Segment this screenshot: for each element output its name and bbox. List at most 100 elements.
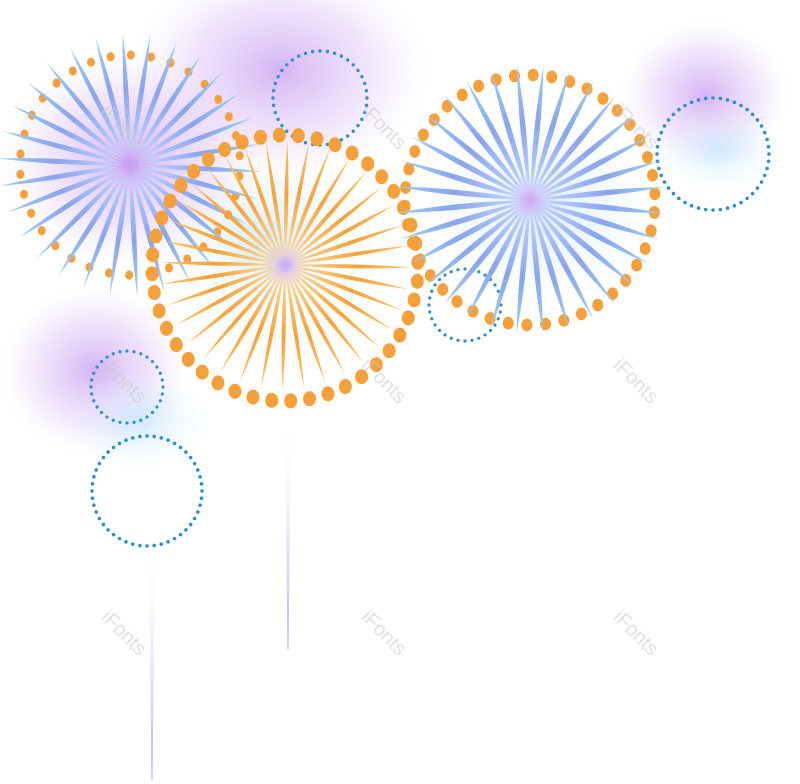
ring-dot [101,522,106,527]
burst-petal [220,270,282,372]
firework-burst [0,33,262,297]
burst-petal [536,205,635,286]
burst-petal [533,207,594,320]
ring-dot [160,378,164,382]
orange-dot [125,270,134,280]
ring-dot [477,336,481,340]
burst-petal [190,182,281,262]
ring-dot [762,173,767,178]
ring-dot [150,410,155,415]
ring-dot [443,333,447,337]
ring-dot [718,207,723,212]
burst-petal [206,167,282,261]
ring-dot [483,333,487,337]
orange-dot [19,189,28,199]
orange-dot [37,226,46,236]
ring-dot [310,49,315,54]
orange-dot [303,391,317,407]
burst-petal [0,158,123,166]
burst-petal [0,166,123,186]
orange-dot [410,273,424,289]
dotted-ring [90,434,204,548]
burst-petal [2,131,123,163]
dotted-ring [655,96,771,212]
ring-dot [351,129,355,133]
ring-dot [132,420,136,424]
burst-petal [136,170,233,248]
orange-dot [16,149,25,159]
ring-dot [124,438,128,442]
burst-petal [288,158,350,260]
ring-dot [155,365,159,369]
ring-dot [437,277,442,282]
ring-dot [767,152,771,156]
orange-dot [441,99,453,113]
burst-petal [286,270,326,384]
burst-petal [290,204,395,263]
burst-petal [131,34,151,158]
ring-dot [101,455,106,460]
orange-dot [147,52,156,62]
ring-dot [172,536,177,541]
ring-dot [759,180,764,184]
orange-dot [401,218,413,232]
orange-dot [228,383,242,399]
orange-dot [407,292,421,308]
orange-dot [558,314,570,327]
ring-dot [118,420,122,424]
ring-dot [765,166,769,171]
ring-dot [92,503,96,508]
ring-dot [160,392,164,396]
ring-dot [106,450,110,454]
burst-petal [137,164,262,172]
ring-dot [430,289,434,293]
ring-dot [273,81,278,86]
ring-dot [280,68,284,73]
ring-dot [152,434,156,439]
ring-dot [188,455,193,460]
ring-dot [99,359,104,364]
ring-dot [666,118,671,122]
ring-dot [152,543,156,548]
burst-petal [224,155,283,260]
ring-dot [339,54,344,58]
ring-dot [145,355,149,359]
burst-petal [466,207,527,319]
ring-dot [755,118,760,122]
burst-petal [537,203,649,264]
ring-dot [351,63,355,67]
orange-dot [456,88,468,102]
ring-dot [200,489,204,493]
burst-petal [239,270,283,382]
burst-petal [160,261,280,266]
ring-dot [463,339,467,343]
burst-petal [286,142,310,260]
ring-dot [125,349,129,353]
ring-dot [449,336,453,340]
ring-dot [696,98,701,102]
burst-petal [166,266,280,306]
burst-petal [284,140,289,260]
ring-dot [199,496,204,500]
orange-dot [159,320,173,336]
ring-dot [111,532,116,537]
orange-dot [338,379,352,394]
ring-dot [89,385,93,389]
ring-dot [345,134,350,138]
orange-dot [382,343,396,359]
ring-dot [118,350,122,354]
ring-dot [671,112,676,117]
orange-dot [611,104,623,117]
firework-burst [395,65,665,335]
ring-dot [683,103,687,108]
ring-dot [711,96,715,100]
ring-dot [150,359,155,364]
orange-dot [355,369,369,385]
ring-dot [703,96,708,101]
ring-dot [92,399,96,403]
ring-dot [166,438,170,442]
ring-dot [125,421,129,425]
orange-dot [361,156,375,172]
ring-dot [428,296,432,300]
ring-dot [732,100,737,105]
